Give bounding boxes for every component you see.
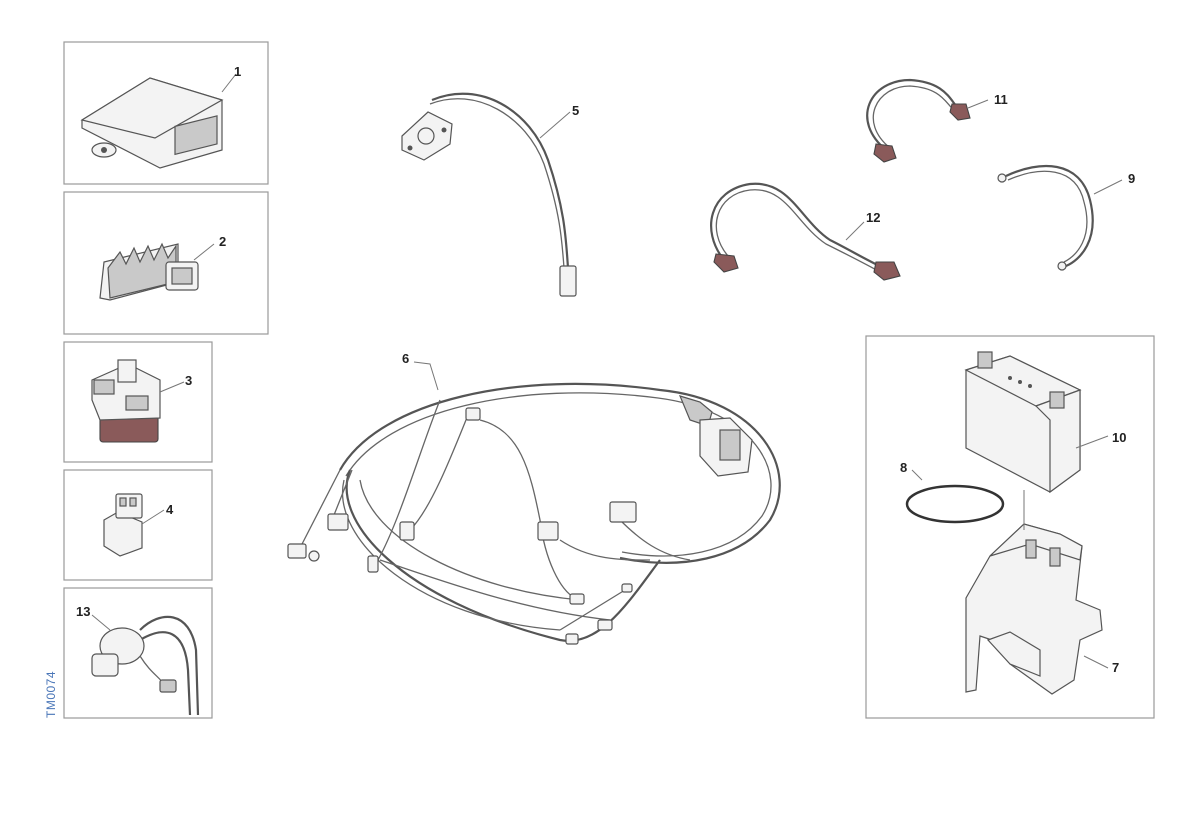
callout-7: 7 [1112,660,1119,675]
callout-8: 8 [900,460,907,475]
part-box-3 [63,341,213,463]
part-box-2 [63,191,269,335]
callout-13: 13 [76,604,90,619]
part-5-sensor [401,92,577,297]
callout-11: 11 [994,92,1008,107]
callout-2: 2 [219,234,226,249]
callout-10: 10 [1112,430,1126,445]
part-box-4 [63,469,213,581]
part-box-13 [63,587,213,719]
part-box-1 [63,41,269,185]
reference-code: TM0074 [44,670,58,718]
part-6-wiring-harness [287,361,781,645]
part-12-battery-lead [710,182,901,281]
callout-1: 1 [234,64,241,79]
callout-3: 3 [185,373,192,388]
part-box-battery [865,335,1155,719]
callout-9: 9 [1128,171,1135,186]
callout-4: 4 [166,502,174,517]
callout-6: 6 [402,351,409,366]
part-9-earth-lead [997,164,1123,271]
callout-5: 5 [572,103,579,118]
part-11-battery-lead [866,78,989,163]
callout-12: 12 [866,210,880,225]
